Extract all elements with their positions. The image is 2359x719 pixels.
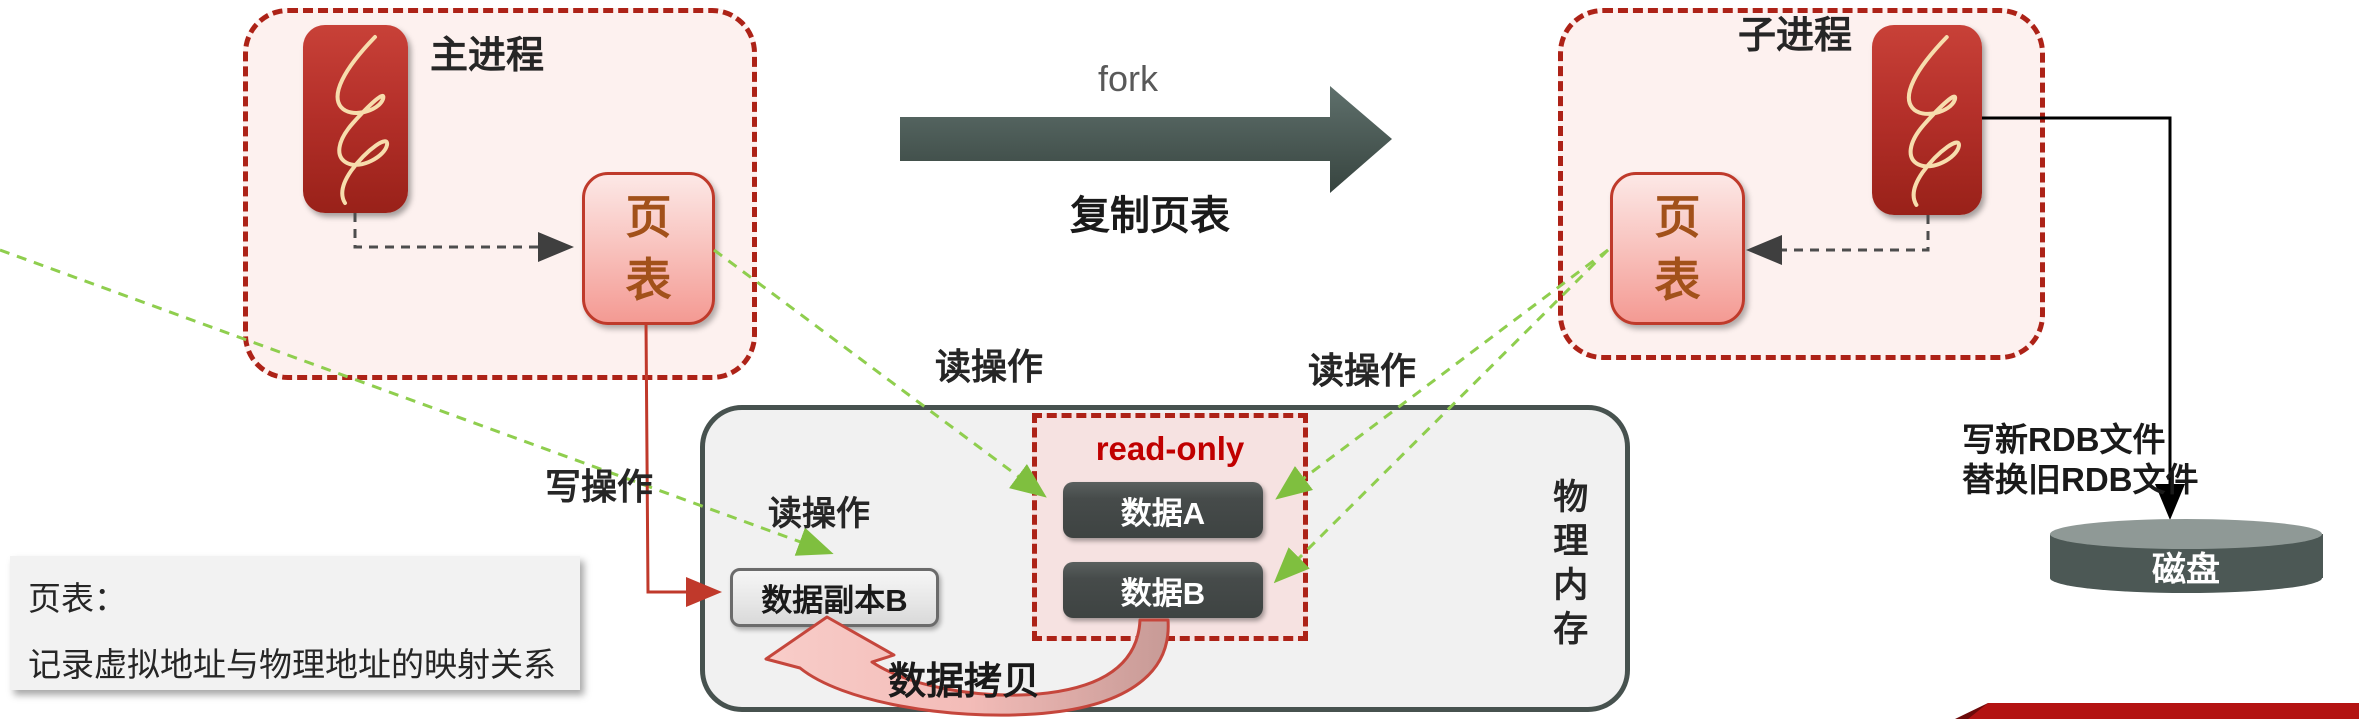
big-right-arrow <box>900 86 1392 193</box>
rdb-caption-line1: 写新RDB文件 <box>1962 421 2166 458</box>
page-table-note-box: 页表： 记录虚拟地址与物理地址的映射关系 <box>10 556 580 690</box>
data-a-box: 数据A <box>1063 482 1263 538</box>
redis-squiggle-icon <box>303 25 408 213</box>
red-ribbon-banner <box>1955 703 2359 719</box>
note-body: 记录虚拟地址与物理地址的映射关系 <box>28 646 556 683</box>
fork-caption: 复制页表 <box>1070 194 1230 238</box>
data-copy-b-box: 数据副本B <box>730 568 939 627</box>
data-copy-label: 数据拷贝 <box>888 661 1041 703</box>
squiggle-glyph <box>335 35 390 205</box>
read-op-right-label: 读操作 <box>1308 350 1417 391</box>
read-op-inner-label: 读操作 <box>768 495 870 533</box>
squiggle-glyph <box>1906 35 1961 207</box>
main-page-table-box: 页表 <box>582 172 715 325</box>
redis-squiggle-icon <box>1872 25 1982 215</box>
child-page-table-label: 页表 <box>1654 191 1701 306</box>
write-op-label: 写操作 <box>545 466 654 507</box>
main-page-table-label: 页表 <box>625 191 672 306</box>
readonly-label: read-only <box>1095 430 1245 467</box>
note-title: 页表： <box>28 580 127 617</box>
read-op-left-label: 读操作 <box>935 346 1044 387</box>
child-process-title: 子进程 <box>1738 15 1853 57</box>
rdb-caption-line2: 替换旧RDB文件 <box>1962 461 2199 498</box>
physical-memory-title: 物理内存 <box>1553 478 1589 649</box>
disk-label: 磁盘 <box>2152 551 2220 589</box>
fork-label: fork <box>1098 58 1159 99</box>
rdb-caption: 写新RDB文件 替换旧RDB文件 <box>1962 420 2199 500</box>
child-page-table-box: 页表 <box>1610 172 1745 325</box>
data-b-box: 数据B <box>1063 562 1263 618</box>
main-process-title: 主进程 <box>430 35 545 77</box>
